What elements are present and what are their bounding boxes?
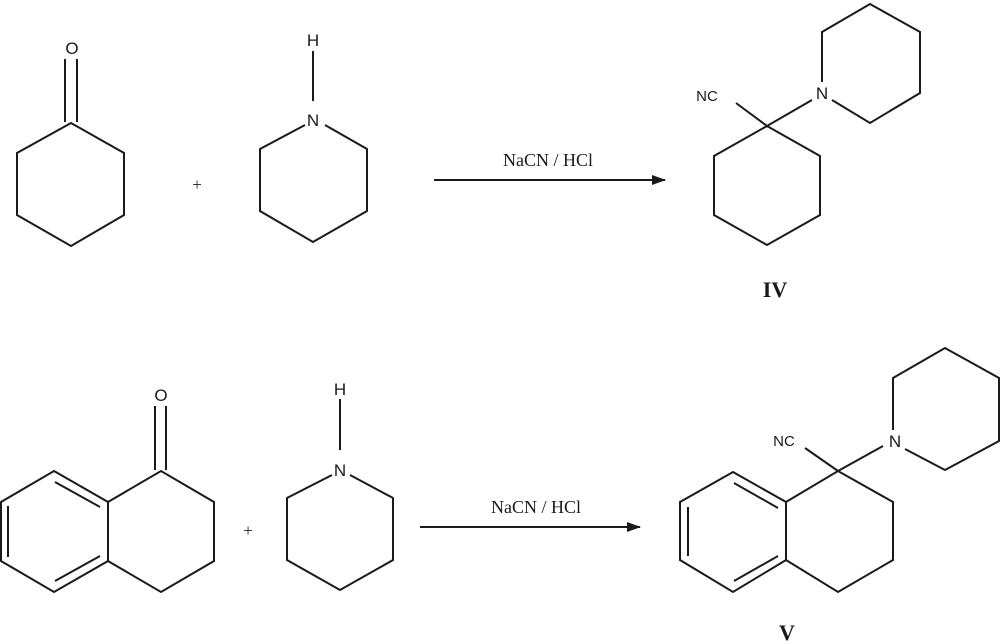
- nitrogen-atom-label: N: [889, 432, 901, 451]
- hydrogen-atom-label: H: [334, 380, 346, 399]
- hydrogen-atom-label: H: [307, 31, 319, 50]
- piperidine-structure: H N: [286, 380, 394, 592]
- piperidine-structure: H N: [259, 31, 368, 244]
- plus-sign: +: [192, 175, 202, 194]
- product-iv-structure: NC N: [696, 2, 921, 247]
- plus-sign: +: [243, 521, 253, 540]
- oxygen-atom-label: O: [65, 39, 78, 58]
- product-v-structure: NC N: [679, 346, 1000, 594]
- product-label-v: V: [779, 620, 795, 644]
- reaction-1: O + H N NaCN / HCl NC N IV: [16, 2, 921, 302]
- product-label-iv: IV: [763, 277, 788, 302]
- nitrile-group-label: NC: [773, 433, 795, 450]
- nitrogen-atom-label: N: [334, 461, 346, 480]
- reaction-2: O + H N NaCN / HCl NC N V: [0, 346, 1000, 644]
- oxygen-atom-label: O: [154, 386, 167, 405]
- reagents-label: NaCN / HCl: [503, 150, 593, 170]
- nitrile-group-label: NC: [696, 88, 718, 105]
- cyclohexanone-structure: O: [16, 39, 125, 248]
- nitrogen-atom-label: N: [307, 111, 319, 130]
- tetralone-structure: O: [0, 386, 215, 594]
- nitrogen-atom-label: N: [816, 84, 828, 103]
- reagents-label: NaCN / HCl: [491, 497, 581, 517]
